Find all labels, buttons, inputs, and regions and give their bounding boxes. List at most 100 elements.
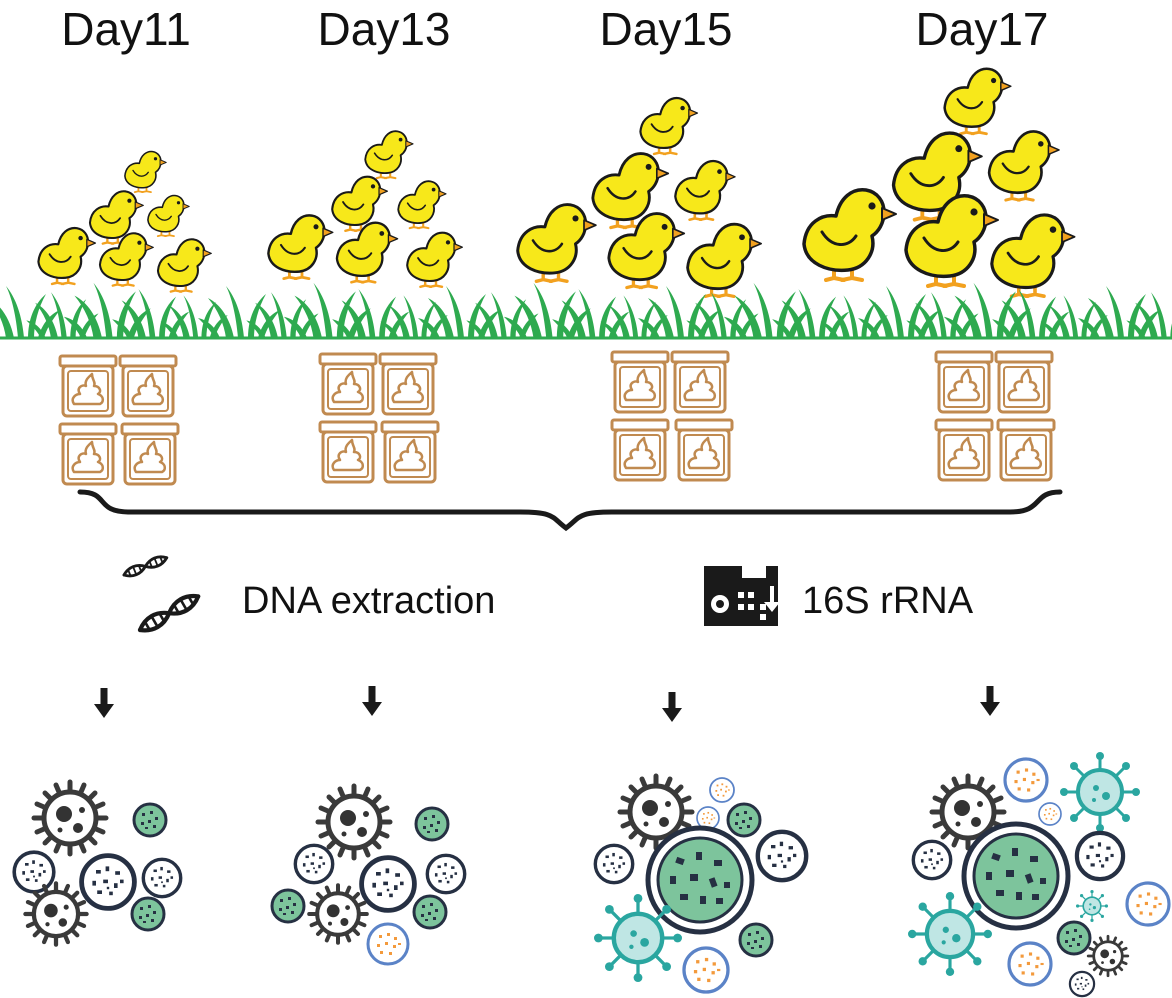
bacterium-icon [682,946,730,994]
bacterium-icon [12,850,56,894]
chick-icon [156,238,213,293]
bacterium-icon [738,922,774,958]
chick-group-day15 [516,96,763,298]
virus-icon [1075,889,1109,923]
chick-icon [37,226,97,286]
bacterium-icon [425,853,467,895]
chick-icon [516,202,598,283]
chick-icon [124,150,168,194]
chick-icon [266,214,335,281]
dna-icon [120,552,201,636]
grass-icon [160,295,228,338]
grass-icon [380,295,448,338]
chick-group-day17 [802,67,1077,299]
day-label-11: Day11 [61,3,191,55]
bacterium-icon [309,885,367,943]
bacterium-icon [366,922,410,966]
stool-sample-icon [58,354,118,418]
virus-icon [594,894,682,982]
sample-jars-day13 [318,352,440,484]
chick-group-day13 [266,130,464,288]
chick-icon [146,194,191,238]
grass-icon [1040,295,1108,338]
bacterium-icon [1003,757,1049,803]
grouping-brace [77,489,1063,532]
down-arrow-icon [980,686,1000,716]
bacterium-icon [25,883,86,944]
bacterium-icon [1038,802,1062,826]
chick-icon [989,213,1077,299]
grass-icon [600,295,668,338]
bacterium-icon [1086,934,1130,978]
stool-sample-icon [934,418,994,482]
down-arrow-icon [662,692,682,722]
virus-icon [908,892,992,976]
down-arrow-icon [94,688,114,718]
bacterium-icon [412,894,448,930]
day-label-15: Day15 [599,3,733,55]
bacterium-icon [709,777,735,803]
stool-sample-icon [380,420,440,484]
day-label-13: Day13 [317,3,451,55]
grass-icon [820,295,888,338]
virus-icon [1058,750,1142,834]
chick-icon [673,159,737,221]
chick-group-day11 [37,150,213,293]
chick-icon [943,67,1013,136]
bacterium-icon [911,839,953,881]
microbiota-cluster-day13 [270,786,467,966]
chick-icon [685,222,763,298]
bacterium-icon [362,858,415,911]
bacterium-icon [414,806,450,842]
bacterium-icon [34,782,106,854]
chick-icon [397,180,448,230]
bacterium-icon [593,843,635,885]
stool-sample-icon [318,420,378,484]
down-arrow-icon [362,686,382,716]
chick-icon [987,129,1061,202]
chick-icon [607,211,686,290]
stool-sample-icon [994,350,1054,414]
step-label-dna-extraction: DNA extraction [242,580,496,622]
step-label-16s-rrna: 16S rRNA [802,580,974,622]
bacterium-icon [1007,941,1053,987]
stool-sample-icon [934,350,994,414]
microbiota-cluster-day17 [908,750,1171,998]
stool-sample-icon [610,350,670,414]
bacterium-icon [141,857,183,899]
sample-jars-day11 [58,354,180,486]
stool-sample-icon [318,352,378,416]
bacterium-icon [1068,970,1096,998]
stool-sample-icon [610,418,670,482]
bacterium-icon [130,896,166,932]
chick-icon [802,187,898,282]
bacterium-icon [964,824,1068,928]
stool-sample-icon [674,418,734,482]
bacterium-icon [1077,833,1123,879]
stool-sample-icon [120,422,180,486]
bacterium-icon [726,802,762,838]
stool-sample-icon [58,422,118,486]
bacterium-icon [270,888,306,924]
sample-jars-day17 [934,350,1056,482]
bacterium-icon [82,856,135,909]
chick-icon [406,231,464,288]
bacterium-icon [758,832,806,880]
microbiota-cluster-day11 [12,782,183,945]
stool-sample-icon [996,418,1056,482]
day-label-17: Day17 [915,3,1049,55]
sample-jars-day15 [610,350,734,482]
sequencer-icon [704,566,780,626]
stool-sample-icon [670,350,730,414]
chick-icon [639,96,699,156]
bacterium-icon [648,828,752,932]
bacterium-icon [318,786,390,858]
stool-sample-icon [118,354,178,418]
bacterium-icon [1125,881,1171,927]
bacterium-icon [293,843,335,885]
stool-sample-icon [378,352,438,416]
chick-icon [364,130,415,180]
bacterium-icon [132,802,168,838]
bacterium-icon [1056,920,1092,956]
